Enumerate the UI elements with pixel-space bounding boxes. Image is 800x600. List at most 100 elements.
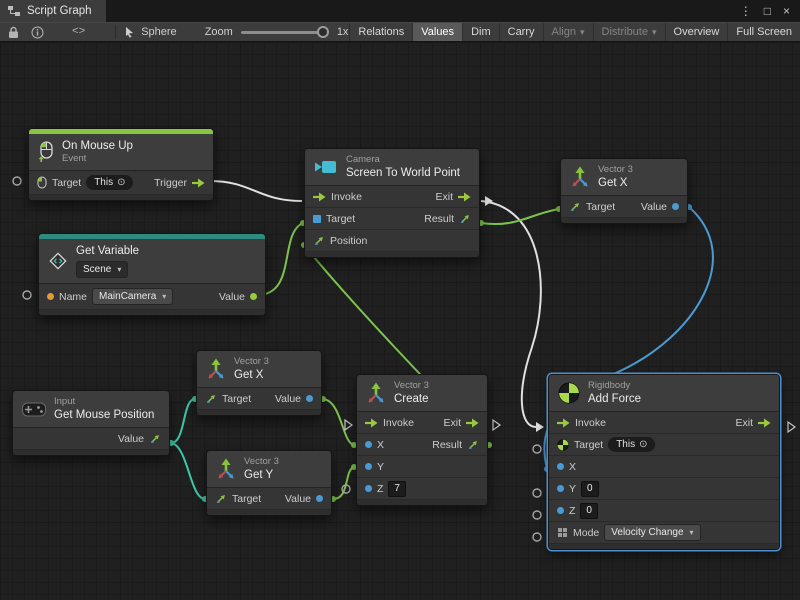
port-triangle-create-exit[interactable]	[492, 418, 502, 432]
target-port-label: Target	[222, 392, 252, 405]
node-screen-to-world-point[interactable]: Camera Screen To World Point Invoke Exit…	[304, 148, 480, 259]
toolbar-button-fullscreen[interactable]: Full Screen	[727, 23, 800, 41]
node-title: Get X	[598, 176, 628, 189]
force-mode-dropdown[interactable]: Velocity Change▾	[604, 524, 701, 542]
port-circle-addforce-mode[interactable]	[532, 532, 542, 542]
variable-accent-bar	[39, 234, 265, 239]
script-graph-icon	[8, 6, 20, 16]
vector3-port-icon[interactable]	[467, 439, 479, 451]
invoke-port-label: Invoke	[575, 416, 606, 429]
wire-variable-to-target[interactable]	[254, 222, 304, 297]
flow-out-icon[interactable]	[192, 178, 205, 188]
value-port[interactable]	[250, 293, 257, 301]
value-port[interactable]	[316, 495, 323, 503]
flow-in-icon[interactable]	[365, 418, 378, 428]
wire-result-to-getx-target[interactable]	[480, 208, 560, 225]
wire-getx-to-create-x[interactable]	[322, 398, 355, 446]
port-circle-getvariable-name[interactable]	[22, 290, 32, 300]
node-title: Screen To World Point	[346, 166, 460, 179]
port-circle-create-z[interactable]	[341, 484, 351, 494]
toolbar-button-carry[interactable]: Carry	[498, 23, 543, 41]
z-port[interactable]	[557, 507, 564, 515]
flow-out-icon[interactable]	[458, 192, 471, 202]
toolbar-divider	[115, 25, 117, 39]
node-category: Camera	[346, 154, 380, 165]
node-get-x-top[interactable]: Vector 3 Get X Target Value	[560, 158, 688, 225]
more-menu-icon[interactable]: ⋮	[739, 4, 752, 18]
node-get-mouse-position[interactable]: Input Get Mouse Position Value	[12, 390, 170, 457]
vector3-port-icon[interactable]	[569, 201, 581, 213]
flow-in-icon[interactable]	[557, 418, 570, 428]
trigger-port-label: Trigger	[154, 176, 187, 189]
vector3-port-icon[interactable]	[205, 393, 217, 405]
maximize-icon[interactable]: □	[763, 4, 771, 18]
toolbar-button-align[interactable]: Align▾	[542, 23, 593, 41]
vector3-port-icon[interactable]	[313, 235, 325, 247]
value-port[interactable]	[306, 395, 313, 403]
zoom-slider[interactable]	[240, 25, 329, 38]
x-port-label: X	[377, 438, 385, 451]
port-triangle-addforce-exit[interactable]	[787, 420, 797, 434]
z-port[interactable]	[365, 485, 372, 493]
flow-in-icon[interactable]	[313, 192, 326, 202]
target-port[interactable]	[313, 214, 321, 223]
wire-mouse-to-getx[interactable]	[170, 398, 196, 444]
vector3-port-icon[interactable]	[215, 493, 227, 505]
zoom-slider-handle[interactable]	[316, 25, 329, 38]
position-port-label: Position	[330, 234, 368, 247]
node-title: On Mouse Up	[62, 140, 133, 152]
y-port[interactable]	[365, 463, 372, 471]
port-circle-onmouseup-target[interactable]	[12, 176, 22, 186]
toolbar-button-values[interactable]: Values	[412, 23, 463, 41]
node-get-y[interactable]: Vector 3 Get Y Target Value	[206, 450, 332, 517]
toolbar-button-distribute[interactable]: Distribute▾	[592, 23, 665, 41]
toolbar-button-overview[interactable]: Overview	[664, 23, 728, 41]
event-accent-bar	[29, 129, 213, 134]
port-circle-addforce-z[interactable]	[532, 510, 542, 520]
variable-scope-dropdown[interactable]: Scene▾	[76, 261, 129, 279]
result-port-label: Result	[424, 212, 454, 225]
node-create-vector3[interactable]: Vector 3 Create Invoke Exit X Result	[356, 374, 488, 507]
value-port[interactable]	[672, 203, 679, 211]
z-value-field[interactable]: 7	[388, 480, 406, 497]
graph-canvas[interactable]: On Mouse Up Event Target This⊙ Trigger	[0, 42, 800, 600]
toolbar-buttons: Relations Values Dim Carry Align▾ Distri…	[349, 23, 800, 41]
variable-name-dropdown[interactable]: MainCamera▾	[92, 288, 174, 306]
this-target-pill[interactable]: This⊙	[608, 437, 656, 453]
close-icon[interactable]: ×	[782, 4, 790, 18]
this-target-pill[interactable]: This⊙	[86, 175, 134, 191]
wire-exit-to-addforce-invoke[interactable]	[480, 200, 542, 428]
flow-out-icon[interactable]	[466, 418, 479, 428]
y-port[interactable]	[557, 485, 564, 493]
name-port[interactable]	[47, 293, 54, 301]
info-icon[interactable]	[31, 26, 44, 39]
x-port[interactable]	[557, 463, 564, 471]
tab-script-graph[interactable]: Script Graph	[0, 0, 106, 22]
rigidbody-mini-icon[interactable]	[557, 439, 569, 451]
wire-trigger-to-invoke[interactable]	[209, 180, 303, 202]
target-symbol-icon: ⊙	[117, 177, 126, 189]
flow-out-icon[interactable]	[758, 418, 771, 428]
node-get-x-mid[interactable]: Vector 3 Get X Target Value	[196, 350, 322, 417]
toolbar-button-dim[interactable]: Dim	[462, 23, 499, 41]
node-add-force[interactable]: Rigidbody Add Force Invoke Exit Target T…	[548, 374, 780, 551]
lock-icon[interactable]	[8, 26, 19, 39]
x-port[interactable]	[365, 441, 372, 449]
node-get-variable[interactable]: Get Variable Scene▾ Name MainCamera▾ Val…	[38, 233, 266, 317]
node-on-mouse-up[interactable]: On Mouse Up Event Target This⊙ Trigger	[28, 128, 214, 202]
z-value-field[interactable]: 0	[580, 502, 598, 519]
wire-mouse-to-gety[interactable]	[170, 442, 206, 500]
port-circle-addforce-y[interactable]	[532, 488, 542, 498]
wire-gety-to-create-y[interactable]	[332, 466, 355, 500]
vector3-port-icon[interactable]	[459, 213, 471, 225]
vector3-port-icon[interactable]	[149, 433, 161, 445]
port-circle-addforce-target[interactable]	[532, 444, 542, 454]
code-icon[interactable]: <>	[72, 26, 86, 38]
invoke-port-label: Invoke	[383, 416, 414, 429]
port-triangle-create-invoke[interactable]	[344, 418, 354, 432]
node-category: Rigidbody	[588, 380, 631, 391]
graph-target-label: Sphere	[141, 26, 177, 38]
y-value-field[interactable]: 0	[581, 480, 599, 497]
toolbar-button-relations[interactable]: Relations	[349, 23, 412, 41]
